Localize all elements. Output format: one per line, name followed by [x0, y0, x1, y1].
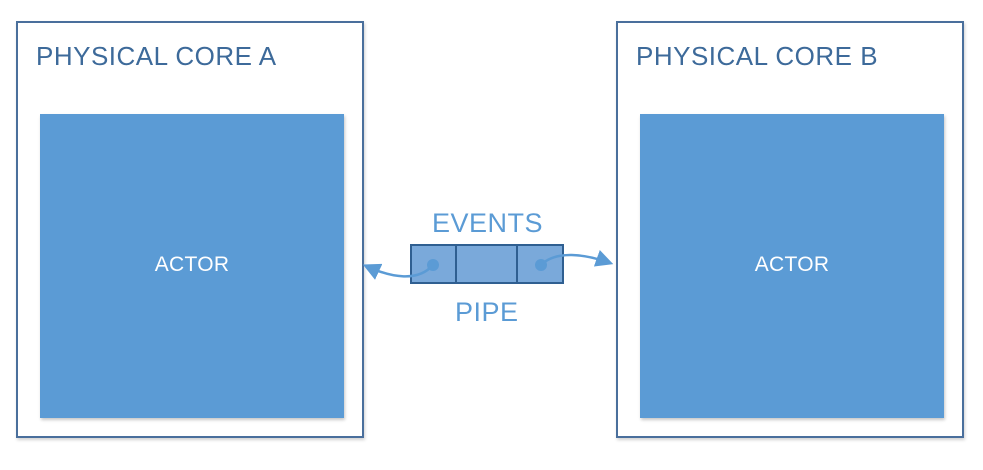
arrow-to-core-a: [362, 263, 434, 280]
actor-b-label: ACTOR: [754, 252, 830, 276]
actor-a-label: ACTOR: [154, 252, 230, 276]
pipe-output-dot-left: [427, 259, 439, 271]
pipe-output-dot-right: [535, 259, 547, 271]
events-label: EVENTS: [432, 208, 544, 238]
core-a-title: PHYSICAL CORE A: [36, 41, 277, 71]
actor-a: ACTOR: [40, 114, 344, 418]
physical-core-b: PHYSICAL CORE B ACTOR: [616, 21, 964, 438]
pipe-slot-middle: [455, 244, 518, 284]
pipe-label: PIPE: [455, 297, 519, 327]
core-b-title: PHYSICAL CORE B: [636, 41, 879, 71]
physical-core-a: PHYSICAL CORE A ACTOR: [16, 21, 364, 438]
actor-b: ACTOR: [640, 114, 944, 418]
pipe-queue: [410, 244, 564, 284]
